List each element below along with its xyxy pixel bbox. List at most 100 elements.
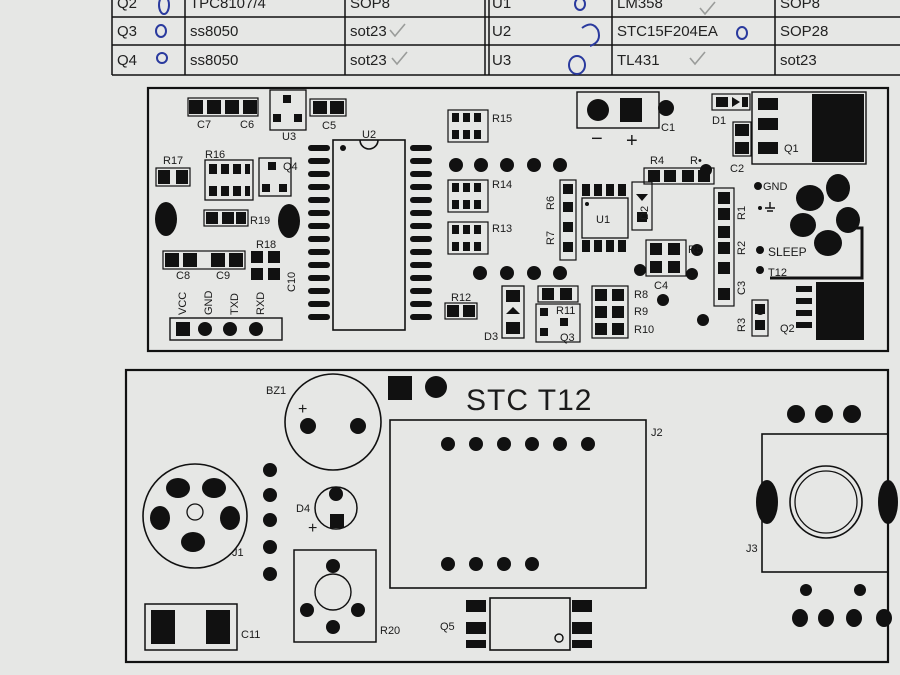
u2-pin-right	[410, 301, 432, 307]
label-t12: T12	[768, 267, 787, 279]
bom-row: Q3 ss8050 sot23 U2 STC15F204EA SOP28	[117, 23, 828, 40]
label-rxd: RXD	[255, 292, 267, 315]
label-c7: C7	[197, 119, 211, 131]
label-r15: R15	[492, 113, 512, 125]
label-c10: C10	[286, 272, 298, 292]
bom-ref: U3	[492, 52, 511, 69]
bom-part: ss8050	[190, 23, 238, 40]
u2-pin-right	[410, 158, 432, 164]
pencil-tick-marks	[389, 1, 716, 66]
label-j1: J1	[232, 547, 244, 559]
bom-row: Q4 ss8050 sot23 U3 TL431 sot23	[117, 52, 817, 69]
label-r14: R14	[492, 179, 512, 191]
label-r1: R1	[736, 206, 748, 220]
label-q2: Q2	[780, 323, 795, 335]
u2-pin-right	[410, 275, 432, 281]
bom-part: ss8050	[190, 52, 238, 69]
u2-pin-left	[308, 236, 330, 242]
handwritten-check-marks	[155, 0, 748, 75]
label-txd: TXD	[229, 293, 241, 315]
u2-pin-right	[410, 314, 432, 320]
j2-module	[389, 419, 647, 589]
u2-ic-footprint	[308, 139, 432, 331]
u2-pin-left	[308, 145, 330, 151]
bom-part: TL431	[617, 52, 660, 69]
bz1-buzzer	[284, 373, 447, 471]
label-q5: Q5	[440, 621, 455, 633]
bom-ref: Q4	[117, 52, 137, 69]
bom-package: sot23	[350, 52, 387, 69]
smd-bottom-row	[444, 285, 629, 343]
u2-pin-right	[410, 210, 432, 216]
label-j2: J2	[651, 427, 663, 439]
label-r13: R13	[492, 223, 512, 235]
label-r8: R8	[634, 289, 648, 301]
bom-package: SOP28	[780, 23, 828, 40]
label-u2: U2	[362, 129, 376, 141]
u2-pin-right	[410, 171, 432, 177]
label-plus-bz1: +	[298, 401, 307, 418]
bom-table	[111, 0, 900, 76]
label-r4: R4	[650, 155, 664, 167]
smd-vertical-column	[645, 187, 769, 337]
u2-pin-left	[308, 197, 330, 203]
label-bz1: BZ1	[266, 385, 286, 397]
label-c2: C2	[730, 163, 744, 175]
label-c8: C8	[176, 270, 190, 282]
label-c5: C5	[322, 120, 336, 132]
u2-pin-right	[410, 223, 432, 229]
bom-part: STC15F204EA	[617, 23, 718, 40]
label-d1: D1	[712, 115, 726, 127]
smd-row-c8-c9	[162, 250, 280, 280]
label-q3: Q3	[560, 332, 575, 344]
smd-left-cluster	[155, 157, 300, 238]
label-c1: C1	[661, 122, 675, 134]
label-r9: R9	[634, 306, 648, 318]
u2-pin-left	[308, 158, 330, 164]
tip-connector-area	[754, 174, 864, 280]
q5-footprint	[466, 597, 592, 651]
bom-package: sot23	[350, 23, 387, 40]
bom-ref: U2	[492, 23, 511, 40]
u1-footprint	[559, 179, 653, 261]
u2-pin-right	[410, 262, 432, 268]
label-u1: U1	[596, 214, 610, 226]
u2-pin-left	[308, 171, 330, 177]
r20-trimpot	[293, 549, 377, 643]
top-board-outline	[146, 86, 890, 353]
power-connector	[576, 91, 674, 129]
bom-package: SOP8	[780, 0, 820, 12]
label-vcc: VCC	[177, 292, 189, 315]
label-r19: R19	[250, 215, 270, 227]
label-r3: R3	[736, 318, 748, 332]
label-plus-d4: +	[308, 520, 317, 537]
bom-ref: Q2	[117, 0, 137, 12]
u2-pin-right	[410, 184, 432, 190]
bom-part: LM358	[617, 0, 663, 12]
label-r16: R16	[205, 149, 225, 161]
label-gnd: GND	[203, 291, 215, 316]
label-d2: D2	[639, 206, 651, 220]
q2-footprint	[796, 282, 864, 340]
smd-r4-row	[643, 167, 715, 185]
label-r20: R20	[380, 625, 400, 637]
label-c6: C6	[240, 119, 254, 131]
label-d3: D3	[484, 331, 498, 343]
label-c3: C3	[736, 281, 748, 295]
d4-led	[314, 486, 358, 530]
vias	[449, 158, 765, 326]
u2-pin-left	[308, 184, 330, 190]
u2-pin-left	[308, 210, 330, 216]
smd-pads-top-left	[187, 97, 347, 117]
serial-header	[169, 317, 283, 341]
bom-part: TPC8107/4	[190, 0, 266, 12]
j3-rotary-encoder	[756, 405, 898, 627]
label-plus: +	[626, 130, 638, 152]
u2-pin-right	[410, 249, 432, 255]
bom-ref: Q3	[117, 23, 137, 40]
label-c9: C9	[216, 270, 230, 282]
label-c11: C11	[241, 629, 260, 641]
u2-pin-right	[410, 145, 432, 151]
label-c4: C4	[654, 280, 668, 292]
